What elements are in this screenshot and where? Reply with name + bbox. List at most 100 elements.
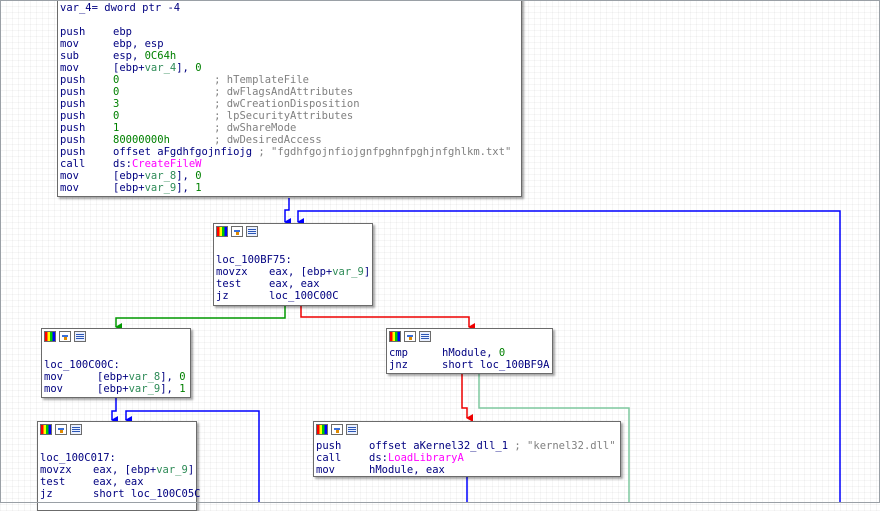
mnemonic: movzx	[216, 266, 248, 278]
mnemonic: test	[216, 278, 242, 290]
color-icon[interactable]	[44, 331, 56, 342]
mnemonic: sub	[60, 50, 79, 62]
mnemonic: mov	[60, 182, 79, 194]
mnemonic: test	[40, 476, 66, 488]
graph-icon[interactable]	[404, 331, 416, 342]
mnemonic: mov	[44, 371, 63, 383]
operand: eax, eax	[93, 476, 144, 488]
color-icon[interactable]	[216, 226, 228, 237]
asm-line[interactable]: mov[ebp+var_4], 0	[60, 62, 521, 74]
operand: ],	[160, 383, 180, 395]
operand: ],	[176, 170, 196, 182]
color-icon[interactable]	[389, 331, 401, 342]
mnemonic: movzx	[40, 464, 72, 476]
graph-icon[interactable]	[331, 424, 343, 435]
operand: var_9	[144, 182, 177, 194]
operand: hModule,	[442, 347, 499, 359]
operand	[119, 86, 214, 98]
mnemonic: mov	[60, 38, 79, 50]
list-icon[interactable]	[74, 331, 86, 342]
asm-line[interactable]	[60, 14, 521, 26]
operand: [ebp+	[97, 383, 129, 395]
color-icon[interactable]	[40, 424, 52, 435]
comment: ; dwShareMode	[214, 122, 297, 134]
list-icon[interactable]	[246, 226, 258, 237]
operand: var_8	[144, 170, 177, 182]
asm-line[interactable]: loc_100C00C:	[44, 359, 190, 371]
list-icon[interactable]	[70, 424, 82, 435]
operand: ebp, esp	[113, 38, 164, 50]
operand: ds:	[113, 158, 132, 170]
operand: 0	[113, 110, 120, 122]
graph-icon[interactable]	[59, 331, 71, 342]
mnemonic: push	[60, 134, 86, 146]
operand: var_4	[144, 62, 177, 74]
asm-line[interactable]: loc_100BF75:	[216, 254, 372, 266]
list-icon[interactable]	[419, 331, 431, 342]
operand: offset aFgdhfgojnfiojg	[113, 146, 259, 158]
operand: hModule, eax	[369, 464, 445, 476]
asm-line[interactable]: var_4= dword ptr -4	[60, 2, 521, 14]
comment: ; lpSecurityAttributes	[214, 110, 354, 122]
operand: eax, [ebp+	[93, 464, 157, 476]
asm-line[interactable]: mov[ebp+var_8], 0	[60, 170, 521, 182]
list-icon[interactable]	[346, 424, 358, 435]
graph-icon[interactable]	[231, 226, 243, 237]
block-header	[42, 329, 190, 345]
comment: ; "fgdhfgojnfiojgnfpghnfpghjnfghlkm.txt"	[258, 146, 512, 158]
asm-line[interactable]	[44, 347, 190, 359]
edge-back-c017	[125, 410, 260, 503]
color-icon[interactable]	[316, 424, 328, 435]
asm-line[interactable]: test eax, eax	[40, 476, 196, 488]
asm-line[interactable]	[40, 440, 196, 452]
asm-line[interactable]: mov[ebp+var_8], 0	[44, 371, 190, 383]
operand: var_9	[128, 383, 161, 395]
operand: 0	[113, 86, 120, 98]
operand: eax, [ebp+	[269, 266, 333, 278]
operand: 3	[113, 98, 120, 110]
operand: CreateFileW	[131, 158, 202, 170]
block-header	[314, 422, 620, 438]
graph-icon[interactable]	[55, 424, 67, 435]
asm-line[interactable]: loc_100C017:	[40, 452, 196, 464]
asm-line[interactable]: mov[ebp+var_9], 1	[60, 182, 521, 194]
block-header	[38, 422, 196, 438]
asm-line[interactable]: mov[ebp+var_9], 1	[44, 383, 190, 395]
asm-line[interactable]: mov ebp, esp	[60, 38, 521, 50]
mnemonic: push	[60, 74, 86, 86]
asm-line[interactable]	[216, 242, 372, 254]
block-header	[387, 329, 552, 345]
